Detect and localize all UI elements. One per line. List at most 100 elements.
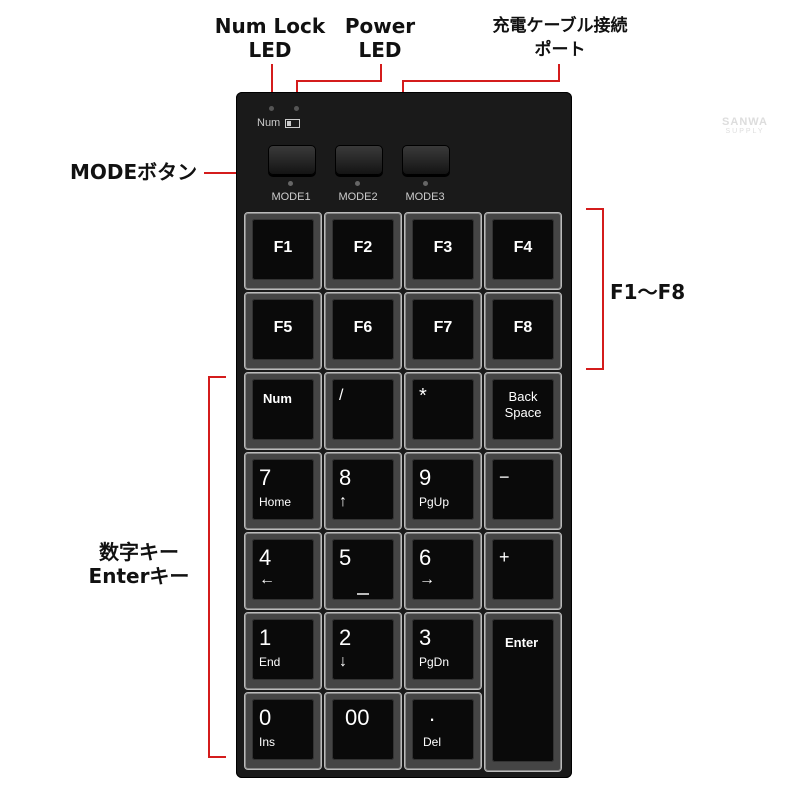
port-line-v2 xyxy=(402,80,404,92)
key-label: 6 xyxy=(419,545,432,570)
mode-line-h xyxy=(204,172,260,174)
brand-top: SANWA xyxy=(722,116,768,128)
key-num[interactable]: Num xyxy=(244,372,322,450)
key-8[interactable]: 8↑ xyxy=(324,452,402,530)
key-2[interactable]: 2↓ xyxy=(324,612,402,690)
key-label: F5 xyxy=(273,319,293,336)
key-label: 4 xyxy=(259,545,272,570)
mode1-button[interactable] xyxy=(268,145,316,175)
battery-icon xyxy=(285,118,301,128)
mode2-led xyxy=(355,181,360,186)
callout-line-1: MODEボタン xyxy=(70,160,198,184)
key-backspace[interactable]: Back Space xyxy=(484,372,562,450)
key-label: F7 xyxy=(433,319,453,336)
key-label: 9 xyxy=(419,465,432,490)
num-indicator-label: Num xyxy=(257,117,301,129)
power-led-callout: Power LED xyxy=(340,14,420,62)
callout-line-1: Power xyxy=(344,14,416,38)
callout-line-2: LED xyxy=(358,38,402,62)
key-label: Enter xyxy=(505,635,539,650)
key-label: F1 xyxy=(273,239,293,256)
power-line-h xyxy=(296,80,382,82)
key-label: 00 xyxy=(345,705,370,730)
brand-bottom: SUPPLY xyxy=(725,128,765,135)
key-plus[interactable]: + xyxy=(484,532,562,610)
key-asterisk[interactable]: * xyxy=(404,372,482,450)
power-line-v2 xyxy=(296,80,298,102)
key-f6[interactable]: F6 xyxy=(324,292,402,370)
mode3-led xyxy=(423,181,428,186)
mode1-led xyxy=(288,181,293,186)
key-label: * xyxy=(419,385,427,407)
key-f8[interactable]: F8 xyxy=(484,292,562,370)
right-arrow-icon: → xyxy=(419,571,435,588)
backspace-label: Back Space xyxy=(485,389,561,421)
num-indicator-text: Num xyxy=(257,117,281,129)
key-label: / xyxy=(339,387,344,404)
key-label: F4 xyxy=(513,239,533,256)
key-f7[interactable]: F7 xyxy=(404,292,482,370)
mode-buttons-callout: MODEボタン xyxy=(70,160,197,184)
key-label: + xyxy=(499,547,510,567)
numkeys-bracket-v xyxy=(208,376,210,758)
key-f4[interactable]: F4 xyxy=(484,212,562,290)
key-dot[interactable]: .Del xyxy=(404,692,482,770)
numkeys-bracket-bottom xyxy=(208,756,226,758)
mode2-button[interactable] xyxy=(335,145,383,175)
key-sublabel: Home xyxy=(259,495,292,509)
key-label: F8 xyxy=(513,319,533,336)
callout-line-1: 数字キー xyxy=(99,540,179,564)
left-arrow-icon: ← xyxy=(259,571,275,588)
numkeys-bracket-top xyxy=(208,376,226,378)
callout-line-2: Enterキー xyxy=(88,564,190,588)
key-label: 2 xyxy=(339,625,352,650)
fkeys-bracket-v xyxy=(602,208,604,370)
port-line-v1 xyxy=(558,64,560,82)
key-slash[interactable]: / xyxy=(324,372,402,450)
cable-port-callout: 充電ケーブル接続 ポート xyxy=(470,14,650,62)
key-f2[interactable]: F2 xyxy=(324,212,402,290)
key-label: 7 xyxy=(259,465,272,490)
key-6[interactable]: 6→ xyxy=(404,532,482,610)
f-keys-callout: F1〜F8 xyxy=(610,280,685,304)
key-label: 1 xyxy=(259,625,272,650)
key-label: F2 xyxy=(353,239,373,256)
key-label: F6 xyxy=(353,319,373,336)
key-f5[interactable]: F5 xyxy=(244,292,322,370)
fkeys-bracket-bottom xyxy=(586,368,604,370)
mode2-label: MODE2 xyxy=(338,191,378,203)
key-sublabel: Del xyxy=(423,735,442,749)
callout-line-2: LED xyxy=(248,38,292,62)
key-00[interactable]: 00 xyxy=(324,692,402,770)
key-sublabel: End xyxy=(259,655,281,669)
key-label: − xyxy=(499,467,510,487)
key-f3[interactable]: F3 xyxy=(404,212,482,290)
key-f1[interactable]: F1 xyxy=(244,212,322,290)
mode3-label: MODE3 xyxy=(405,191,445,203)
key-enter[interactable]: Enter xyxy=(484,612,562,772)
key-label-line2: Space xyxy=(504,405,542,420)
mode3-button[interactable] xyxy=(402,145,450,175)
power-led xyxy=(294,106,299,111)
fkeys-bracket-top xyxy=(586,208,604,210)
key-sublabel: PgUp xyxy=(419,495,450,509)
key-label: 3 xyxy=(419,625,432,650)
callout-line-2: ポート xyxy=(534,40,586,60)
mode1-label: MODE1 xyxy=(271,191,311,203)
key-sublabel: Ins xyxy=(259,735,276,749)
numlock-led-callout: Num Lock LED xyxy=(210,14,330,62)
key-4[interactable]: 4← xyxy=(244,532,322,610)
brand-logo: SANWA SUPPLY xyxy=(722,116,768,136)
down-arrow-icon: ↓ xyxy=(339,653,347,670)
numlock-led xyxy=(269,106,274,111)
key-minus[interactable]: − xyxy=(484,452,562,530)
key-label: Num xyxy=(263,391,292,406)
key-sublabel: PgDn xyxy=(419,655,450,669)
key-5[interactable]: 5 xyxy=(324,532,402,610)
key-label-line1: Back xyxy=(508,389,538,404)
